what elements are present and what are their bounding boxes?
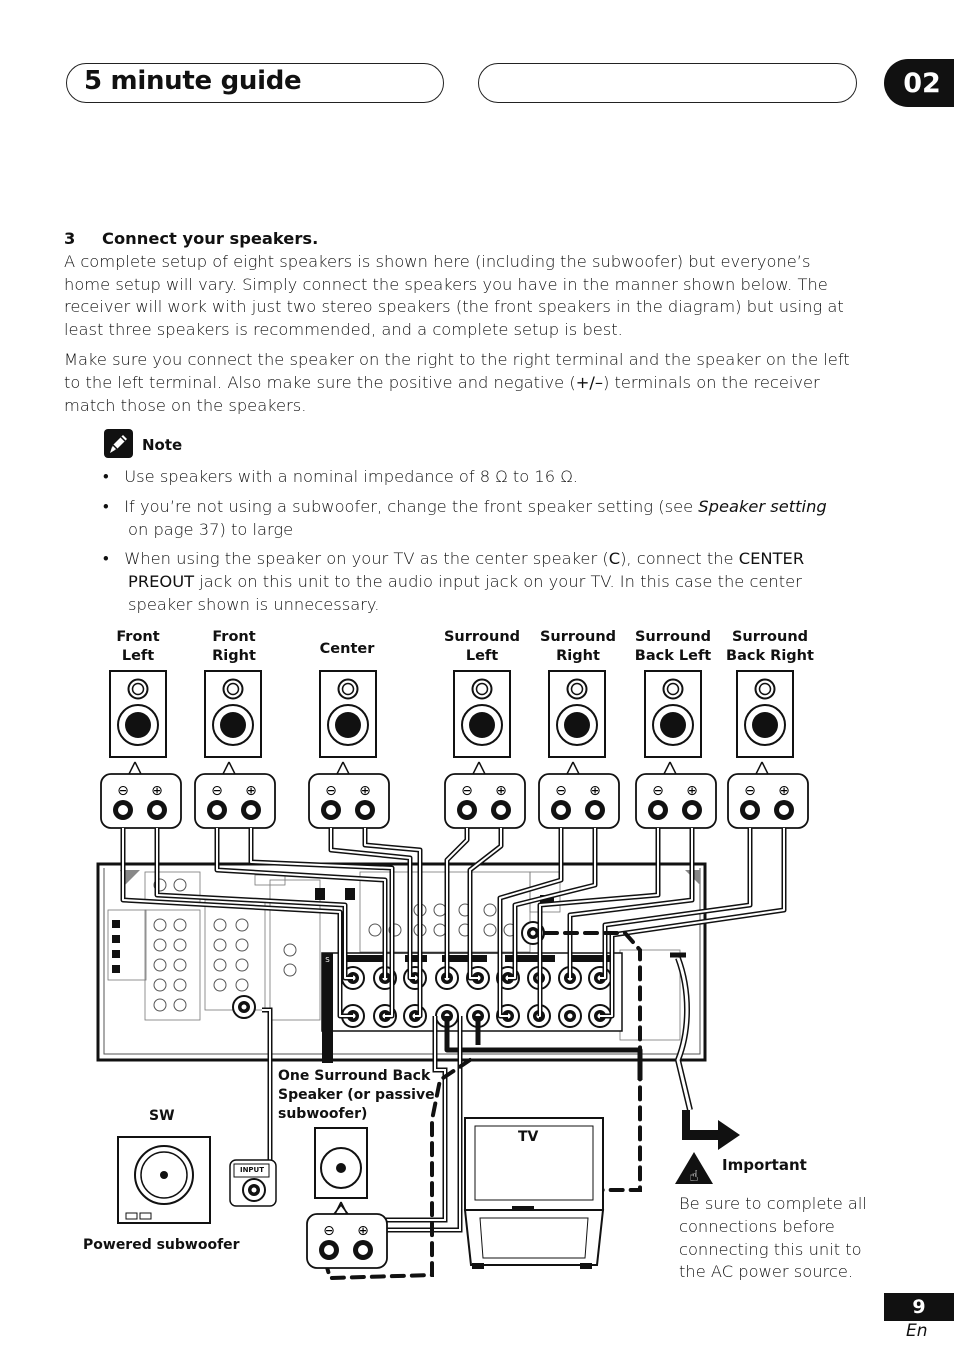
- speaker-front-left: [109, 670, 167, 758]
- para2-symbols: +/–: [575, 372, 603, 392]
- note-pencil-icon: [104, 429, 133, 458]
- language-tag: En: [906, 1321, 928, 1341]
- important-text: Be sure to complete all connections befo…: [679, 1194, 867, 1282]
- speaker-center: [319, 670, 377, 758]
- note-bullets: • Use speakers with a nominal impedance …: [103, 466, 833, 617]
- step-heading: 3 Connect your speakers.: [64, 228, 854, 251]
- svg-text:SPEAKERS: SPEAKERS: [328, 1063, 334, 1066]
- note-b3-bold: CENTER PREOUT: [128, 549, 805, 592]
- step-section: 3 Connect your speakers. A complete setup…: [64, 228, 854, 417]
- note-b2-italic: Speaker setting: [698, 496, 827, 516]
- speaker-surround-right: [548, 670, 606, 758]
- note-b2-b: on page 37) to large: [128, 519, 294, 539]
- label-tv: TV: [518, 1129, 539, 1145]
- step-title: Connect your speakers.: [102, 229, 319, 248]
- para2-part-b: ) terminals on the receiver match those …: [64, 372, 820, 415]
- note-bullet-2: • If you’re not using a subwoofer, chang…: [103, 496, 827, 539]
- connection-diagram: ⊖ ⊕: [96, 670, 809, 1281]
- svg-text:S: S: [325, 956, 330, 964]
- note-label: Note: [142, 436, 183, 454]
- para2-part-a: Make sure you connect the speaker on the…: [64, 349, 850, 392]
- note-bullet-3: • When using the speaker on your TV as t…: [103, 549, 805, 614]
- note-b3-c: C: [608, 549, 621, 569]
- note-b3-b: ), connect the: [620, 549, 739, 569]
- label-input: INPUT: [239, 1166, 265, 1174]
- page-title: 5 minute guide: [84, 66, 302, 96]
- speaker-surround-back-right: [736, 670, 794, 758]
- important-label: Important: [722, 1156, 807, 1174]
- speaker-surround-back-left: [644, 670, 702, 758]
- label-powered-subwoofer: Powered subwoofer: [83, 1237, 240, 1253]
- step-paragraph-1: A complete setup of eight speakers is sh…: [64, 251, 844, 340]
- note-bullet-1: • Use speakers with a nominal impedance …: [103, 467, 578, 486]
- header-blank-frame: [478, 63, 857, 103]
- step-number: 3: [64, 229, 76, 248]
- note-b2-a: If you’re not using a subwoofer, change …: [124, 496, 699, 516]
- speaker-surround-left: [453, 670, 511, 758]
- speaker-front-right: [204, 670, 262, 758]
- label-center: Center: [319, 641, 375, 657]
- step-paragraph-2: Make sure you connect the speaker on the…: [64, 349, 854, 417]
- chapter-badge: 02: [884, 59, 954, 107]
- label-sw: SW: [149, 1108, 175, 1124]
- note-b3-rest: jack on this unit to the audio input jac…: [128, 572, 802, 614]
- label-one-surround-back: One Surround Back Speaker (or passive su…: [278, 1068, 435, 1122]
- page-number: 9: [884, 1293, 954, 1321]
- svg-text:☝: ☝: [689, 1167, 698, 1185]
- note-b3-a: When using the speaker on your TV as the…: [124, 549, 609, 569]
- speakers-panel-label: [322, 953, 333, 1063]
- header-title-frame: [66, 63, 444, 103]
- note-bullet-1-text: Use speakers with a nominal impedance of…: [124, 467, 578, 486]
